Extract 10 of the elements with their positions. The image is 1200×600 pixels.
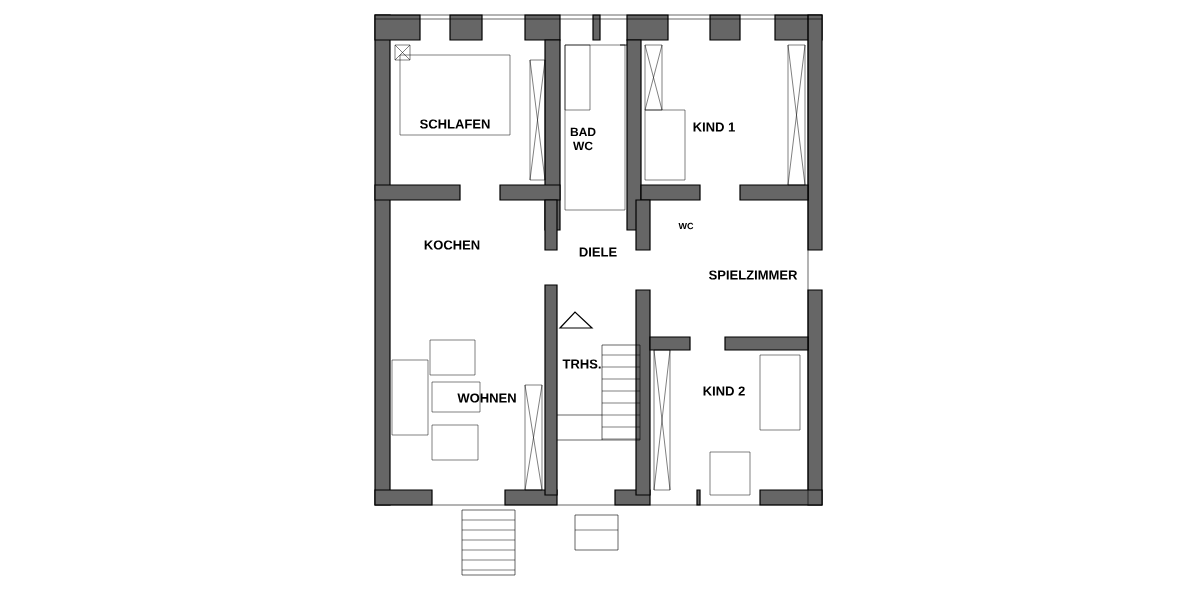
room-label: DIELE [579,247,617,257]
room-label: KIND 2 [703,386,745,396]
room-label: TRHS. [562,359,601,369]
room-label: KOCHEN [424,240,480,250]
room-label: SPIELZIMMER [708,270,798,280]
room-label: WC [678,222,694,230]
room-label: KIND 1 [693,122,735,132]
room-label: BAD WC [570,127,596,151]
room-label: WOHNEN [457,393,516,403]
room-label: SCHLAFEN [420,119,490,129]
